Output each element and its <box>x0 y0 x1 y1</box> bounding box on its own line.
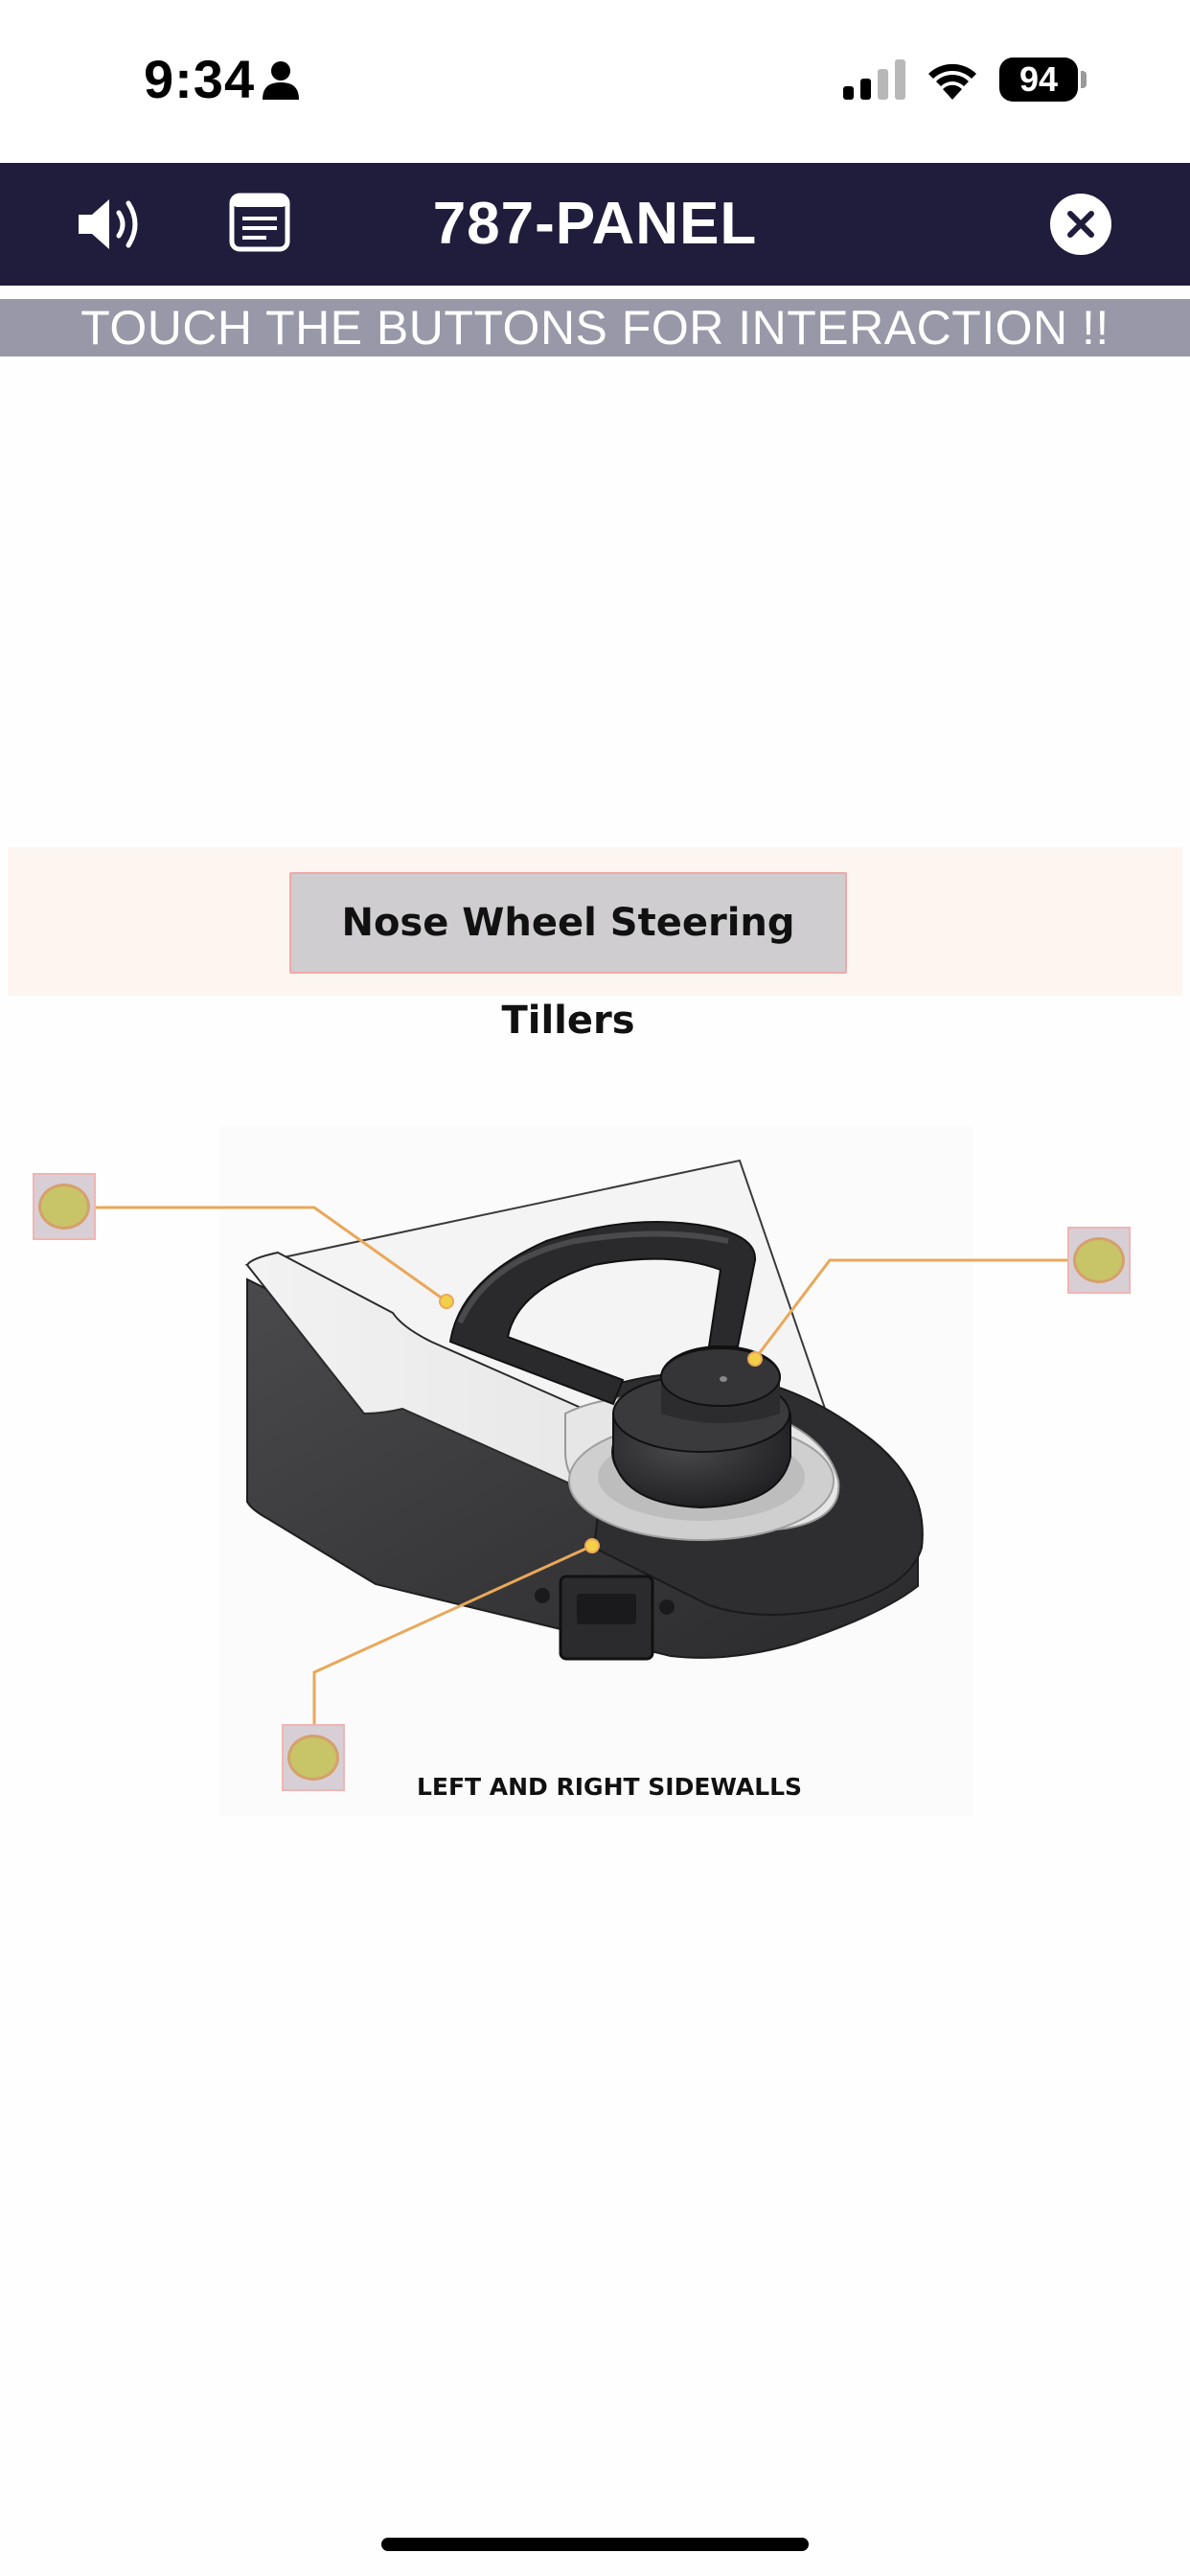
nose-wheel-tiller-illustration <box>96 1159 1069 1725</box>
instruction-banner: TOUCH THE BUTTONS FOR INTERACTION !! <box>0 299 1190 356</box>
tiller-handle <box>448 1221 757 1406</box>
app-title-text: 787-PANEL <box>432 191 758 257</box>
document-icon[interactable] <box>228 192 291 253</box>
wifi-icon <box>928 63 976 100</box>
leader-line-3 <box>312 1544 593 1725</box>
battery-icon: 94 <box>999 58 1078 102</box>
hotspot-dot <box>38 1184 90 1230</box>
hotspot-dot <box>1073 1237 1125 1283</box>
signal-icon <box>843 59 905 100</box>
leader-line-2 <box>753 1258 1069 1360</box>
home-indicator[interactable] <box>381 2538 809 2551</box>
leader-line-1 <box>96 1206 447 1303</box>
leader-point-3 <box>584 1538 600 1553</box>
hotspot-button-sidewall[interactable] <box>282 1724 345 1791</box>
panel-title: Nose Wheel Steering Tillers <box>289 872 847 1043</box>
status-time: 9:34 <box>144 49 256 109</box>
close-icon <box>1067 211 1094 238</box>
leader-point-1 <box>439 1294 454 1309</box>
hotspot-button-tiller-knob[interactable] <box>1067 1227 1131 1294</box>
close-button[interactable] <box>1050 194 1111 255</box>
hotspot-dot <box>287 1735 339 1781</box>
app-title: 787-PANEL <box>0 163 1190 286</box>
status-bar: 9:34 94 <box>0 0 1190 163</box>
leader-point-2 <box>747 1351 763 1367</box>
speaker-icon[interactable] <box>75 192 148 257</box>
hotspot-button-tiller-handle[interactable] <box>33 1173 96 1240</box>
illustration-caption: LEFT AND RIGHT SIDEWALLS <box>416 1773 803 1801</box>
app-header: 787-PANEL <box>0 163 1190 286</box>
battery-nub <box>1081 71 1087 88</box>
person-icon <box>263 61 299 100</box>
